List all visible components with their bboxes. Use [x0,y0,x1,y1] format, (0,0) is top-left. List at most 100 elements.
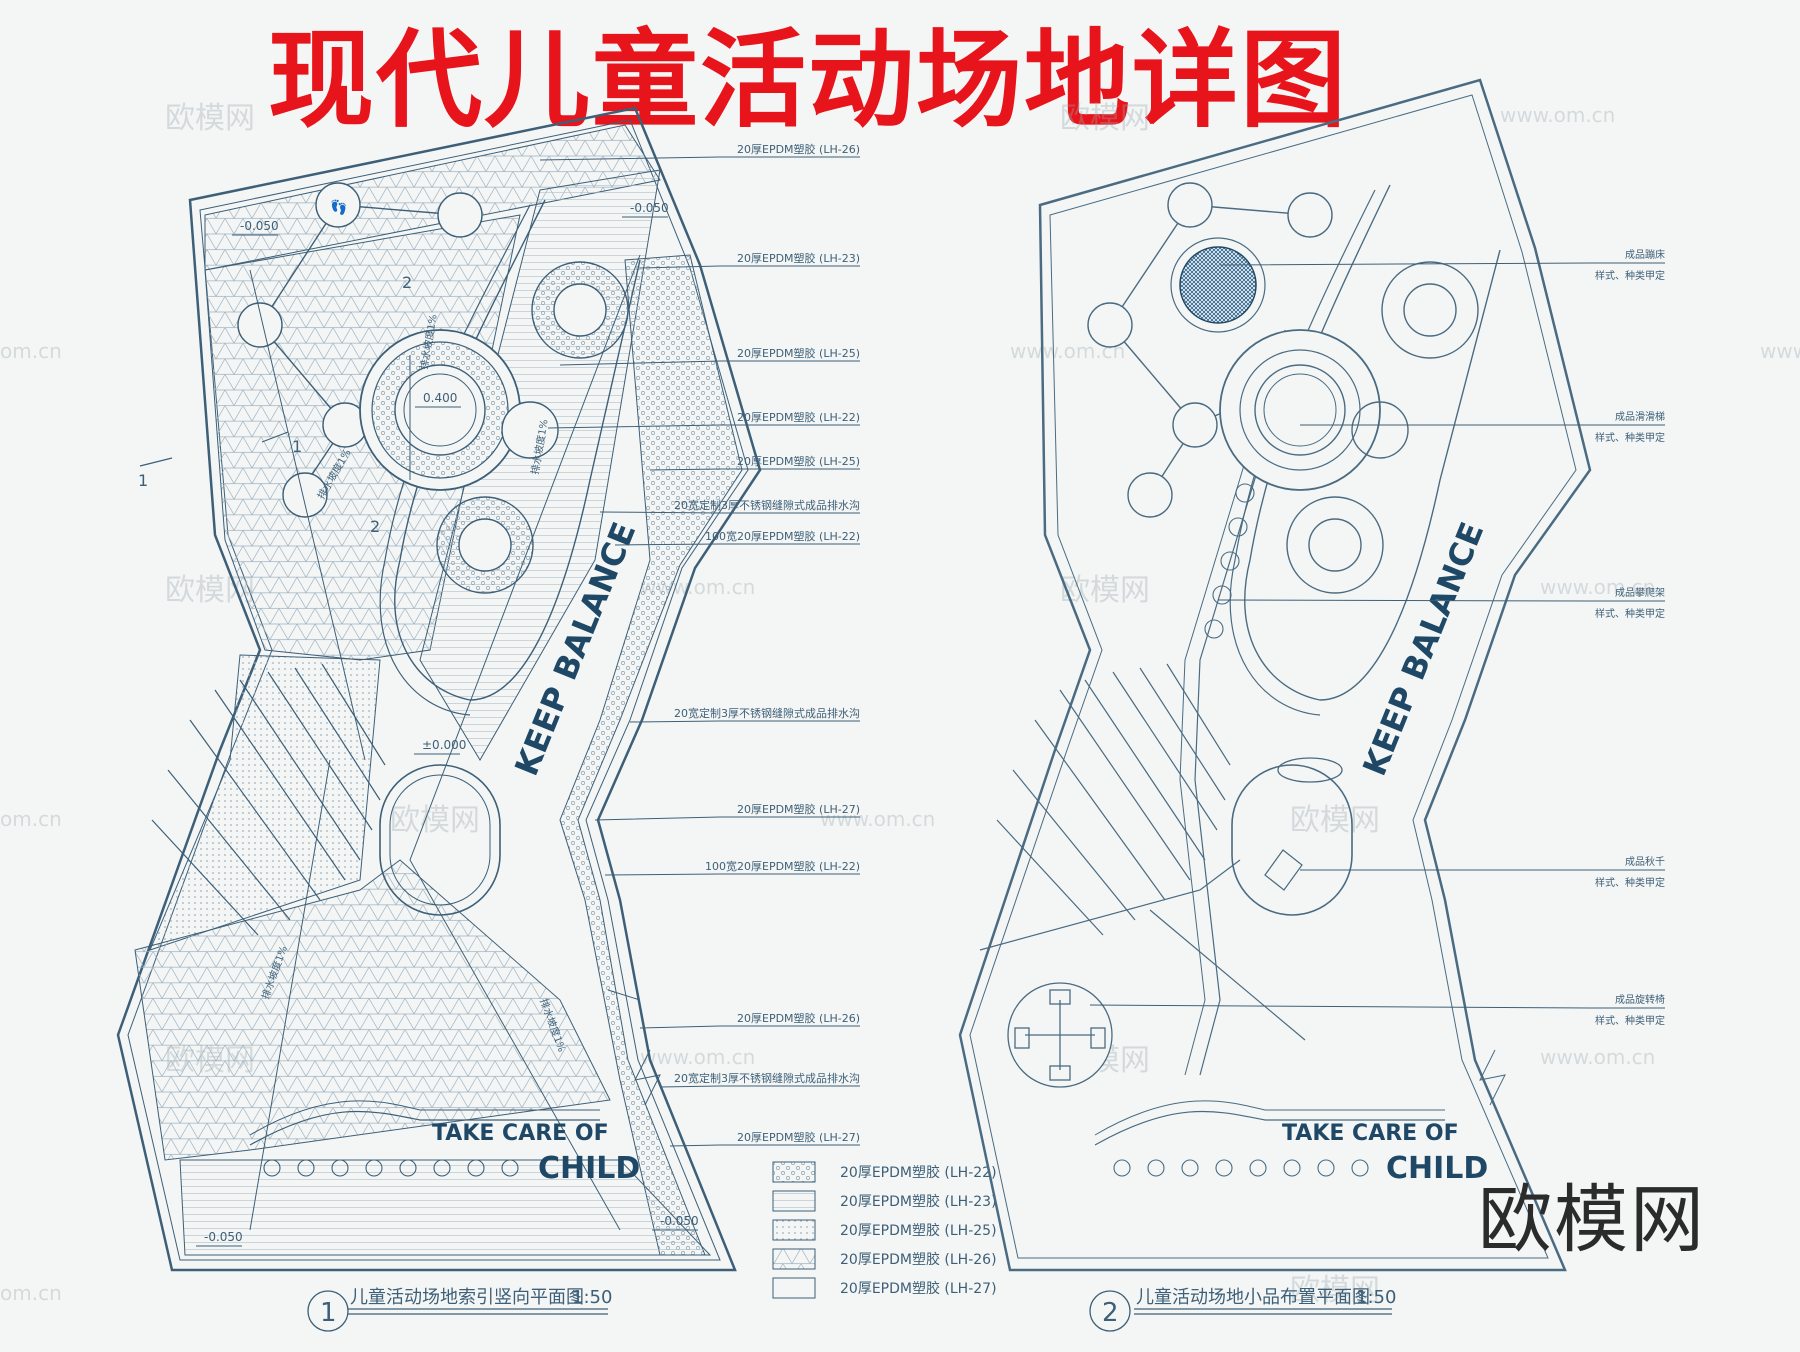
legend-label: 20厚EPDM塑胶 (LH-22) [840,1164,997,1181]
callout-label: 20厚EPDM塑胶 (LH-26) [737,142,860,156]
callout-leader [604,873,860,876]
monkey-pods [436,261,629,594]
watermark-logo: 欧模网 [165,101,255,136]
callout-label: 20厚EPDM塑胶 (LH-22) [737,410,860,424]
foot-pod [237,302,283,348]
watermark-logo: 欧模网 [1290,803,1380,838]
plan-caption: 儿童活动场地小品布置平面图 [1136,1287,1370,1308]
foot-pod [315,182,361,228]
callout-leader [669,1144,860,1147]
callout-label: 20厚EPDM塑胶 (LH-25) [737,454,860,468]
slogan-take-care: TAKE CARE OF [432,1121,609,1146]
watermark-logo: 欧模网 [1290,1273,1380,1308]
callout-leader [1089,1004,1665,1009]
watermark-url: om.cn [0,1281,62,1305]
callout-leader [539,156,860,161]
site-boundary [958,78,1592,1272]
watermark-logo: 欧模网 [1060,573,1150,608]
watermark-url: om.cn [0,807,62,831]
trampoline [1170,237,1266,333]
svg-text:👣: 👣 [330,198,347,216]
oval-stone [379,764,501,916]
legend-label: 20厚EPDM塑胶 (LH-25) [840,1222,997,1239]
zone-stripes [149,654,381,951]
legend-swatch [772,1277,816,1299]
elevation-value: -0.050 [240,219,279,233]
plan-scale: 1:50 [572,1287,612,1308]
watermark-logo: 欧模网 [1060,101,1150,136]
callout-label: 20宽定制3厚不锈钢缝隙式成品排水沟 [674,498,860,512]
callout-label: 20宽定制3厚不锈钢缝隙式成品排水沟 [674,706,860,720]
brand-logo-text: 欧模网 [1478,1177,1706,1263]
slogan-child: CHILD [538,1151,640,1186]
plan1-title-block: 1 儿童活动场地索引竖向平面图 1:50 [307,1287,612,1332]
swing-seat [1277,757,1343,783]
slide-mound [1219,329,1381,491]
elevation-value: -0.050 [204,1230,243,1244]
callout-label: 20宽定制3厚不锈钢缝隙式成品排水沟 [674,1071,860,1085]
zone-lh26-bottom [134,859,611,1161]
section-tick [261,431,289,443]
watermark-url: www.om.cn [1540,575,1655,599]
callout-name: 成品攀爬架 [1615,586,1665,599]
watermark-url: www.om.cn [640,1045,755,1069]
callout-leader [649,468,860,471]
stepping-pods [1087,182,1333,518]
callout-label: 20厚EPDM塑胶 (LH-25) [737,346,860,360]
callout-leader [1219,262,1665,266]
callout-leader [614,543,860,546]
callout-note: 样式、种类甲定 [1595,431,1665,444]
watermark-url: om.cn [0,339,62,363]
callout-label: 20厚EPDM塑胶 (LH-26) [737,1011,860,1025]
watermark-logo: 欧模网 [390,803,480,838]
callout-leader [559,360,860,366]
stripe-set [996,663,1231,936]
legend-swatch [772,1190,816,1212]
legend: 20厚EPDM塑胶 (LH-22) 20厚EPDM塑胶 (LH-23) 20厚EPD… [772,1161,997,1299]
plan-number: 1 [320,1298,337,1328]
callout-label: 100宽20厚EPDM塑胶 (LH-22) [705,529,860,543]
callout-label: 100宽20厚EPDM塑胶 (LH-22) [705,859,860,873]
section-mark: 2 [370,517,380,536]
callout-label: 20厚EPDM塑胶 (LH-23) [737,251,860,265]
rotating-chair [1007,982,1113,1088]
callout-label: 20厚EPDM塑胶 (LH-27) [737,802,860,816]
slope-arrows [249,254,641,1231]
section-mark: 1 [138,471,148,490]
legend-label: 20厚EPDM塑胶 (LH-23) [840,1193,997,1210]
elevation-value: -0.050 [660,1214,699,1228]
callout-leader [599,511,860,514]
plan-caption: 儿童活动场地索引竖向平面图 [350,1287,584,1308]
callout-leader [1217,599,1665,602]
section-mark: 1 [292,437,302,456]
watermark-url: www.om.cn [820,807,935,831]
callout-leader [639,1025,860,1029]
bottom-dots [1113,1159,1369,1177]
watermark-url: www.om.cn [1540,1045,1655,1069]
legend-swatch [772,1219,816,1241]
bottom-dots [263,1159,519,1177]
watermark-url: www.om.cn [1500,103,1615,127]
stepping-pods: 👣 [237,182,483,518]
callout-note: 样式、种类甲定 [1595,607,1665,620]
watermark-url: www.om.cn [1760,339,1800,363]
callout-name: 成品蹦床 [1625,248,1665,261]
elevation-value: ±0.000 [422,738,466,752]
slogan-child: CHILD [1386,1151,1488,1186]
callout-name: 成品滑滑梯 [1615,410,1665,423]
swing [1149,849,1306,1041]
slogan-keep-balance: KEEP BALANCE [1355,517,1491,781]
callout-leader [629,720,860,723]
foot-pod [282,472,328,518]
stripe-set [151,663,386,936]
callout-leader [659,1085,860,1088]
callout-leader [547,424,860,429]
plan-number-circle [307,1290,349,1332]
plan-equipment-layout [958,78,1592,1272]
legend-label: 20厚EPDM塑胶 (LH-26) [840,1251,997,1268]
callout-note: 样式、种类甲定 [1595,269,1665,282]
callout-label: 20厚EPDM塑胶 (LH-27) [737,1130,860,1144]
callout-name: 成品旋转椅 [1615,993,1665,1006]
callout-note: 样式、种类甲定 [1595,876,1665,889]
